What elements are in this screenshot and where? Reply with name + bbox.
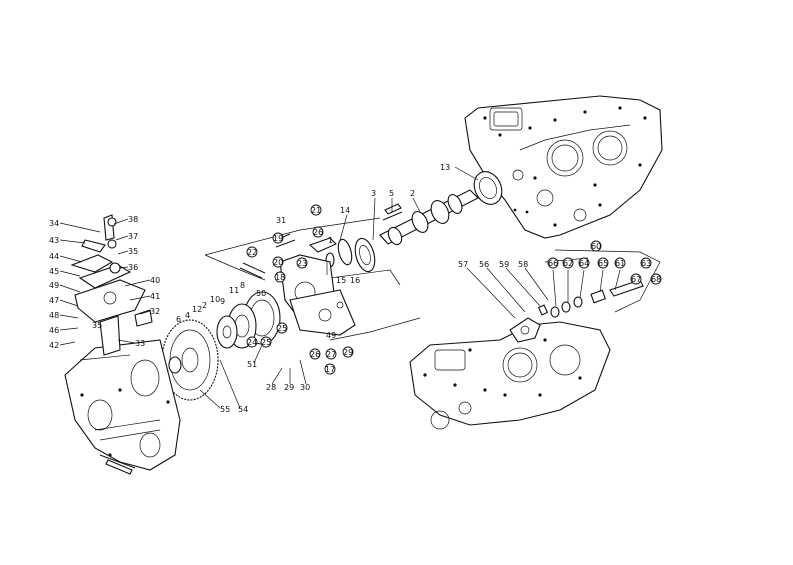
gear-ring-3 — [325, 237, 376, 273]
callout-33: 33 — [135, 339, 145, 348]
callout-11: 11 — [229, 286, 239, 295]
callout-42: 42 — [49, 341, 59, 350]
callout-8: 8 — [240, 281, 245, 290]
callout-54: 54 — [238, 405, 248, 414]
callout-37: 37 — [128, 232, 138, 241]
governor-assembly — [239, 233, 356, 336]
engine-block-upper — [464, 95, 663, 239]
lever-assembly — [70, 214, 153, 356]
callout-17: 17 — [325, 365, 335, 374]
callout-68: 68 — [651, 275, 661, 284]
callout-38: 38 — [128, 215, 138, 224]
callout-43: 43 — [49, 236, 59, 245]
callout-26: 26 — [313, 228, 323, 237]
callout-48: 48 — [49, 311, 59, 320]
callout-51: 51 — [247, 360, 257, 369]
gear-drum-11 — [216, 291, 281, 349]
callout-23: 23 — [297, 259, 307, 268]
callout-46: 46 — [49, 326, 59, 335]
callout-35b: 35 — [92, 321, 102, 330]
callout-25: 25 — [277, 324, 287, 333]
callout-67: 67 — [631, 275, 641, 284]
callout-40: 40 — [150, 276, 160, 285]
callout-61: 61 — [615, 259, 625, 268]
callout-2: 2 — [410, 189, 415, 198]
gear-case-housing — [64, 339, 181, 475]
callout-29b: 29 — [284, 383, 294, 392]
callout-28: 28 — [266, 383, 276, 392]
callout-41: 41 — [150, 292, 160, 301]
callout-32: 32 — [150, 307, 160, 316]
callout-57: 57 — [458, 260, 468, 269]
callout-56: 56 — [479, 260, 489, 269]
callout-22: 22 — [247, 248, 257, 257]
callout-45: 45 — [49, 267, 59, 276]
callout-21: 21 — [311, 206, 321, 215]
callout-1: 1 — [328, 236, 333, 245]
callout-44: 44 — [49, 252, 59, 261]
callout-60: 60 — [591, 242, 601, 251]
callout-4: 4 — [185, 311, 190, 320]
callout-62: 62 — [563, 259, 573, 268]
callout-18: 18 — [275, 273, 285, 282]
callout-14: 14 — [340, 206, 350, 215]
callout-65: 65 — [598, 259, 608, 268]
callout-30: 30 — [300, 383, 310, 392]
callout-13: 13 — [440, 163, 450, 172]
callout-3: 3 — [371, 189, 376, 198]
idler-gear-55 — [161, 319, 219, 401]
callout-58: 58 — [518, 260, 528, 269]
callout-49-mid: 49 — [326, 331, 336, 340]
leader-lines — [59, 166, 621, 409]
callout-26b: 26 — [310, 350, 320, 359]
callout-31: 31 — [276, 216, 286, 225]
engine-block-lower — [409, 321, 611, 430]
callout-27: 27 — [326, 350, 336, 359]
callout-25b: 25 — [261, 338, 271, 347]
callout-34: 34 — [49, 219, 59, 228]
callout-6: 6 — [176, 315, 181, 324]
callout-10: 10 — [210, 295, 220, 304]
callout-63: 63 — [641, 259, 651, 268]
callout-49: 49 — [49, 281, 59, 290]
callout-12: 12 — [192, 305, 202, 314]
callout-5: 5 — [389, 189, 394, 198]
callout-47: 47 — [49, 296, 59, 305]
callout-50: 50 — [256, 289, 266, 298]
callout-20: 20 — [273, 258, 283, 267]
camshaft-assembly — [379, 171, 503, 246]
callout-66: 66 — [548, 259, 558, 268]
callout-29: 29 — [343, 348, 353, 357]
callout-labels: 13 3 5 2 14 21 31 19 26 1 22 20 23 18 15… — [49, 163, 662, 414]
callout-24: 24 — [247, 338, 257, 347]
callout-19: 19 — [273, 234, 283, 243]
callout-9: 9 — [220, 297, 225, 306]
callout-2b: 2 — [202, 301, 207, 310]
callout-64: 64 — [579, 259, 589, 268]
callout-59: 59 — [499, 260, 509, 269]
callout-55: 55 — [220, 405, 230, 414]
callout-15: 15 — [336, 276, 346, 285]
callout-16: 16 — [350, 276, 360, 285]
callout-36: 36 — [128, 263, 138, 272]
callout-39: 35 — [128, 247, 138, 256]
